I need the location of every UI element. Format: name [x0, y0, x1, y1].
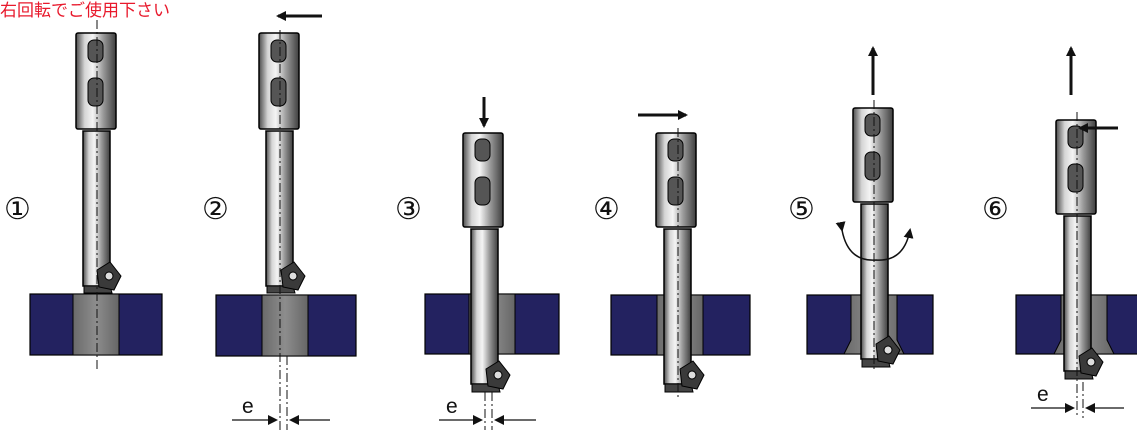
step-number: ① — [4, 192, 31, 227]
step-2: ② e — [202, 11, 357, 430]
step-5: ⑤ — [788, 46, 934, 372]
offset-dimension: e — [232, 395, 330, 425]
offset-dimension: e — [1031, 383, 1124, 413]
workpiece — [29, 293, 163, 356]
step-number: ③ — [395, 192, 422, 227]
step-number: ⑥ — [982, 192, 1009, 227]
workpiece — [215, 294, 357, 357]
step-1: ① — [4, 20, 163, 372]
offset-label: e — [446, 395, 458, 418]
offset-label: e — [242, 395, 254, 418]
step-number: ② — [202, 192, 229, 227]
boring-tool — [462, 132, 511, 393]
boring-tool — [258, 32, 306, 294]
offset-dimension: e — [439, 395, 536, 425]
rotation-arrow-icon — [835, 221, 914, 261]
step-number: ⑤ — [788, 192, 815, 227]
boring-tool — [75, 32, 122, 294]
rotation-note: 右回転でご使用下さい — [0, 1, 170, 21]
step-6: ⑥ e — [982, 46, 1137, 418]
step-3: ③ e — [395, 97, 560, 430]
step-4: ④ — [593, 110, 751, 398]
offset-label: e — [1037, 383, 1049, 406]
step-number: ④ — [593, 192, 620, 227]
